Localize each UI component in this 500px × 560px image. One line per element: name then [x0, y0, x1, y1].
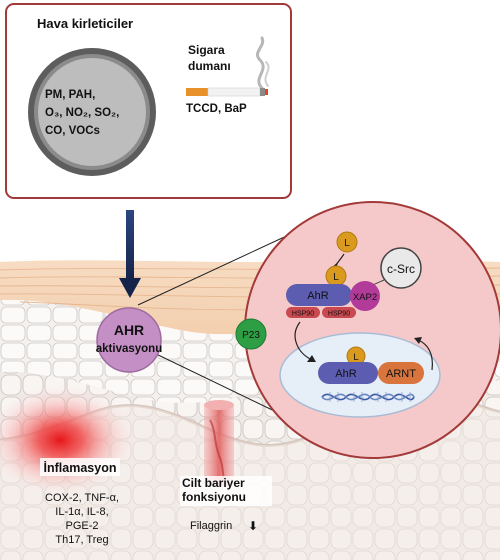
barrier-tube — [204, 400, 234, 487]
csrc-node: c-Src — [380, 247, 422, 289]
barrier-title-1: Cilt bariyer — [182, 476, 245, 490]
pollutants-box: Hava kirleticiler PM, PAH, O₃, NO₂, SO₂,… — [5, 3, 292, 199]
ahr-cyto-label: AhR — [307, 290, 328, 302]
ligand-top-label: L — [344, 238, 350, 249]
dna-helix-icon — [321, 393, 415, 401]
zoom-panel: L L c-Src AhR XAP2 HSP90 HSP90 — [244, 201, 500, 459]
csrc-label: c-Src — [387, 262, 415, 276]
barrier-title-2: fonksiyonu — [182, 490, 246, 504]
xap2-node — [350, 281, 380, 311]
inflammation-line-3: PGE-2 — [65, 520, 98, 532]
inflammation-line-4: Th17, Treg — [55, 534, 108, 546]
hsp90-right-label: HSP90 — [328, 311, 350, 318]
hsp90-left — [286, 307, 320, 318]
hsp90-right — [322, 307, 356, 318]
arnt-label: ARNT — [386, 368, 416, 380]
translocation-arrow-icon — [294, 321, 313, 361]
smoke-wisp-icon-2 — [264, 61, 270, 87]
cigarette-icon — [186, 87, 268, 97]
ligand-nuclear-label: L — [353, 352, 358, 363]
filaggrin-label: Filaggrin — [190, 520, 232, 532]
xap2-label: XAP2 — [353, 292, 377, 303]
ligand-bound-label: L — [333, 272, 339, 283]
smoke-label-2: dumanı — [188, 59, 231, 73]
zoom-line-top — [137, 225, 309, 306]
ahr-nuc-protein — [318, 362, 378, 384]
pollutant-line-3: CO, VOCs — [45, 125, 100, 137]
ahr-title: AHR — [114, 322, 144, 338]
inflammation-panel: İnflamasyon COX-2, TNF-α, IL-1α, IL-8, P… — [40, 458, 120, 546]
smoke-chemicals: TCCD, BaP — [186, 103, 247, 115]
smoke-label-1: Sigara — [188, 43, 225, 57]
ligand-top: L — [336, 231, 358, 253]
ligand-bound: L — [325, 265, 347, 287]
filaggrin-down-arrow-icon: ⬇ — [248, 519, 258, 533]
pollutants-title: Hava kirleticiler — [37, 16, 133, 31]
inflammation-line-2: IL-1α, IL-8, — [55, 506, 108, 518]
particle-circle-inner — [38, 58, 146, 166]
return-arrow-icon — [417, 339, 433, 371]
ahr-complex: AhR XAP2 HSP90 HSP90 — [286, 281, 380, 318]
inflammation-title: İnflamasyon — [44, 460, 117, 475]
ahr-subtitle: aktivasyonu — [96, 343, 162, 355]
smoke-wisp-icon — [256, 36, 265, 90]
dna-rungs — [329, 392, 411, 402]
return-arrowhead — [414, 337, 422, 344]
inflammation-line-1: COX-2, TNF-α, — [45, 492, 119, 504]
hsp90-left-label: HSP90 — [292, 311, 314, 318]
barrier-panel: Cilt bariyer fonksiyonu Filaggrin ⬇ — [180, 476, 272, 533]
arnt-protein — [378, 362, 424, 384]
exposure-arrow-icon — [119, 210, 141, 298]
p23-node: P23 — [235, 318, 267, 350]
ahr-activation-node: AHR aktivasyonu — [96, 307, 162, 373]
ahr-cyto-protein — [286, 284, 352, 306]
ahr-nuc-label: AhR — [335, 368, 356, 380]
pollutant-line-2: O₃, NO₂, SO₂, — [45, 107, 119, 119]
pollutant-line-1: PM, PAH, — [45, 89, 95, 101]
translocation-arrowhead — [307, 355, 316, 362]
p23-label: P23 — [242, 330, 260, 341]
